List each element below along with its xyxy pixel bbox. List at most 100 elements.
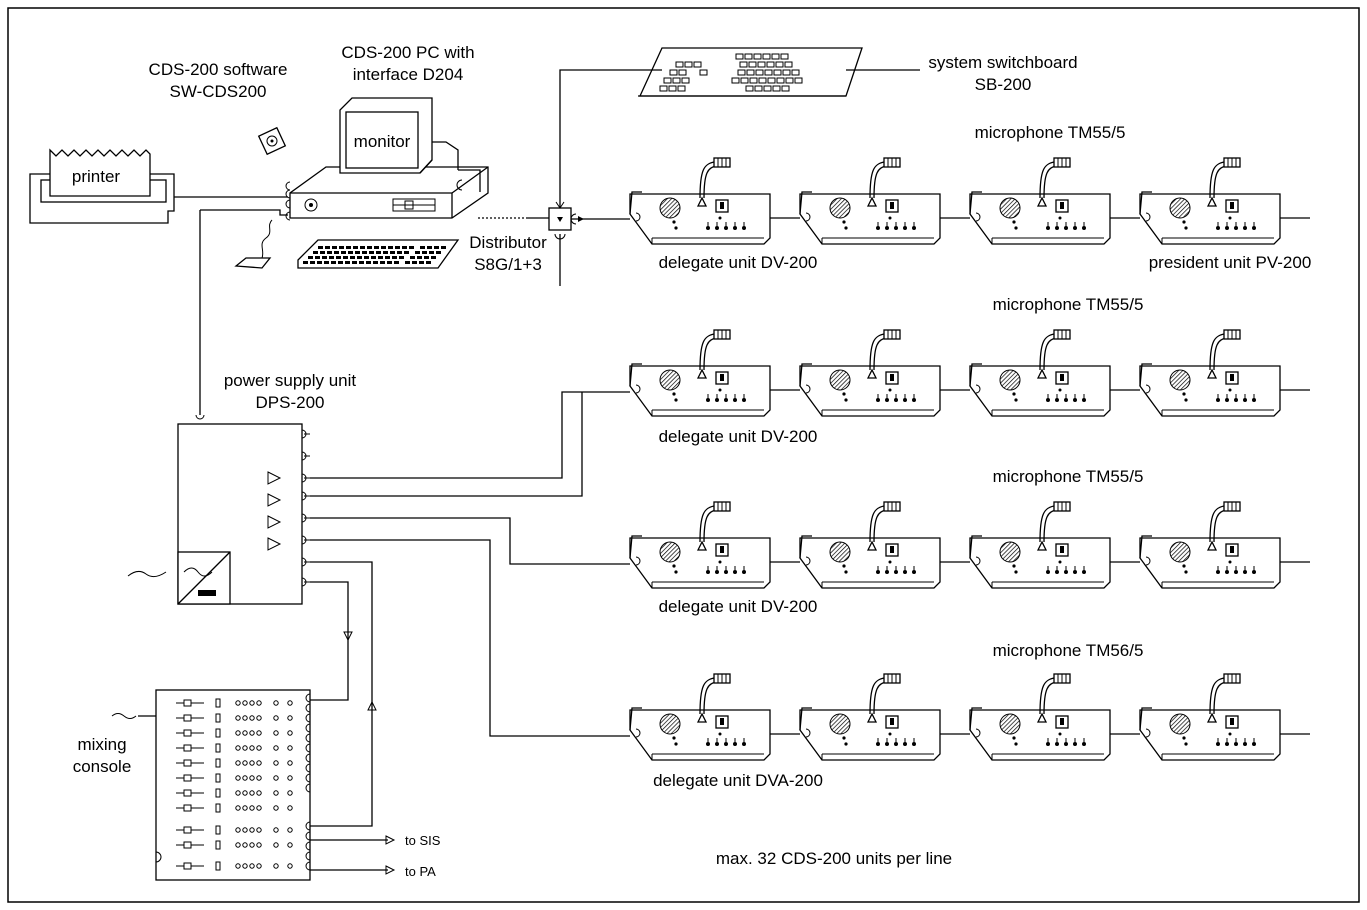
mixer-jack <box>305 753 311 763</box>
keyboard-key <box>355 251 360 254</box>
mixer-knob <box>287 775 293 781</box>
mixer-knob <box>249 700 255 706</box>
keyboard-key <box>362 251 367 254</box>
keyboard-key <box>380 261 385 264</box>
line-4-unit-label: delegate unit DVA-200 <box>653 771 823 790</box>
keyboard-key <box>429 251 434 254</box>
monitor-label: monitor <box>354 132 411 151</box>
line-1-end-label: president unit PV-200 <box>1149 253 1312 272</box>
psu-model-label: DPS-200 <box>256 393 325 412</box>
keyboard-key <box>313 251 318 254</box>
keyboard-key <box>424 256 429 259</box>
mixer-knob <box>242 730 248 736</box>
speaker-grille-icon <box>659 541 681 563</box>
keyboard-key <box>374 246 379 249</box>
switchboard-label: system switchboard <box>928 53 1077 72</box>
mixer-knob <box>235 745 241 751</box>
distributor-label: Distributor <box>469 233 547 252</box>
switchboard-key <box>766 61 775 68</box>
switchboard-key <box>681 77 690 84</box>
keyboard-key <box>341 251 346 254</box>
delegate-unit <box>969 673 1140 761</box>
mixer-knob <box>242 863 248 869</box>
switchboard-key <box>791 69 800 76</box>
mixer-knob <box>273 715 279 721</box>
switchboard-key <box>758 77 767 84</box>
software-label: CDS-200 software <box>149 60 288 79</box>
line-2-unit-label: delegate unit DV-200 <box>659 427 818 446</box>
mixer-knob <box>242 760 248 766</box>
keyboard-key <box>329 256 334 259</box>
delegate-unit <box>1139 329 1310 417</box>
mixer-knob <box>249 827 255 833</box>
president-unit <box>1139 157 1310 245</box>
switchboard-key <box>775 61 784 68</box>
speaker-grille-icon <box>1169 541 1191 563</box>
speaker-grille-icon <box>829 713 851 735</box>
mixer-knob <box>287 805 293 811</box>
keyboard-icon <box>297 239 460 269</box>
switchboard-key <box>782 69 791 76</box>
pc-interface-label: interface D204 <box>353 65 464 84</box>
psu-line-routing <box>310 391 630 827</box>
unit-lines <box>629 157 1310 761</box>
mixer-switch <box>215 825 221 835</box>
keyboard-key <box>357 256 362 259</box>
keyboard-key <box>346 246 351 249</box>
mixer-knob <box>242 805 248 811</box>
delegate-unit <box>629 329 800 417</box>
switchboard-key <box>763 85 772 92</box>
keyboard-key <box>402 246 407 249</box>
switchboard-key <box>677 85 686 92</box>
keyboard-key <box>409 246 414 249</box>
mixer-knob <box>249 842 255 848</box>
line-3-microphone-label: microphone TM55/5 <box>993 467 1144 486</box>
delegate-unit <box>1139 501 1310 589</box>
gooseneck-microphone-icon <box>1209 505 1225 543</box>
mixer-knob <box>256 745 262 751</box>
keyboard-key <box>348 251 353 254</box>
switchboard-key <box>780 53 789 60</box>
mixer-jack <box>305 693 311 703</box>
delegate-unit <box>969 329 1140 417</box>
switchboard-key <box>735 53 744 60</box>
keyboard-key <box>405 261 410 264</box>
keyboard-key <box>318 246 323 249</box>
mixer-knob <box>256 775 262 781</box>
gooseneck-microphone-icon <box>1039 505 1055 543</box>
keyboard-key <box>325 246 330 249</box>
switchboard-key <box>668 85 677 92</box>
mixer-switch <box>215 788 221 798</box>
keyboard-key <box>331 261 336 264</box>
mixer-knob <box>235 805 241 811</box>
switchboard-key <box>785 77 794 84</box>
mixer-switch <box>215 698 221 708</box>
mixer-fader-knob <box>183 789 192 797</box>
mixer-knob <box>273 790 279 796</box>
speaker-grille-icon <box>659 197 681 219</box>
mixer-knob <box>273 730 279 736</box>
speaker-grille-icon <box>829 541 851 563</box>
keyboard-key <box>373 261 378 264</box>
keyboard-key <box>352 261 357 264</box>
delegate-unit <box>799 501 970 589</box>
speaker-grille-icon <box>999 197 1021 219</box>
mixer-knob <box>235 775 241 781</box>
gooseneck-microphone-icon <box>699 505 715 543</box>
mixer-switch <box>215 803 221 813</box>
mixer-knob <box>235 842 241 848</box>
keyboard-key <box>343 256 348 259</box>
speaker-grille-icon <box>1169 369 1191 391</box>
psu-connectors <box>301 429 310 587</box>
mixer-fader-knob <box>183 804 192 812</box>
switchboard-key <box>794 77 803 84</box>
to-sis-label: to SIS <box>405 833 441 848</box>
mixer-knob <box>273 700 279 706</box>
mixer-jack <box>305 861 311 871</box>
to-pa-label: to PA <box>405 864 436 879</box>
keyboard-key <box>394 261 399 264</box>
gooseneck-microphone-icon <box>699 677 715 715</box>
switchboard-key <box>771 53 780 60</box>
unit-line-3 <box>629 501 1310 589</box>
mixer-knob <box>242 827 248 833</box>
